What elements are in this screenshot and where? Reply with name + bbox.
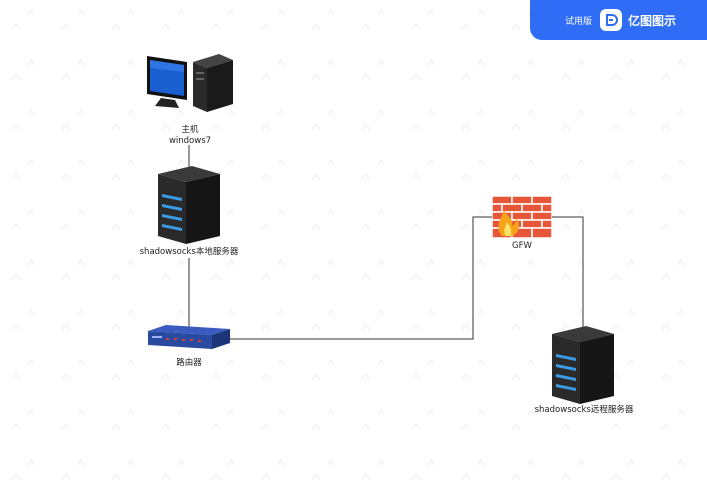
gfw-label: GFW (512, 241, 532, 251)
pc-label-line1: 主机 (181, 125, 199, 135)
desktop-computer-icon[interactable] (145, 52, 235, 114)
local-server-icon[interactable] (158, 166, 220, 244)
brand-name: 亿图图示 (628, 14, 677, 28)
remote-server-icon[interactable] (552, 326, 614, 404)
router-icon[interactable] (146, 323, 232, 353)
router-to-gfw-connector (230, 216, 493, 340)
router-label: 路由器 (176, 358, 202, 368)
trial-badge[interactable]: 试用版 亿图图示 (530, 0, 707, 40)
gfw-to-remote-connector (550, 216, 584, 330)
trial-label: 试用版 (565, 17, 593, 27)
local-server-label: shadowsocks本地服务器 (139, 247, 239, 257)
firewall-icon[interactable] (492, 196, 552, 238)
edraw-logo-icon (600, 9, 622, 31)
remote-server-label: shadowsocks远程服务器 (534, 405, 634, 415)
pc-label: 主机 windows7 (155, 125, 225, 147)
pc-label-line2: windows7 (168, 136, 212, 146)
